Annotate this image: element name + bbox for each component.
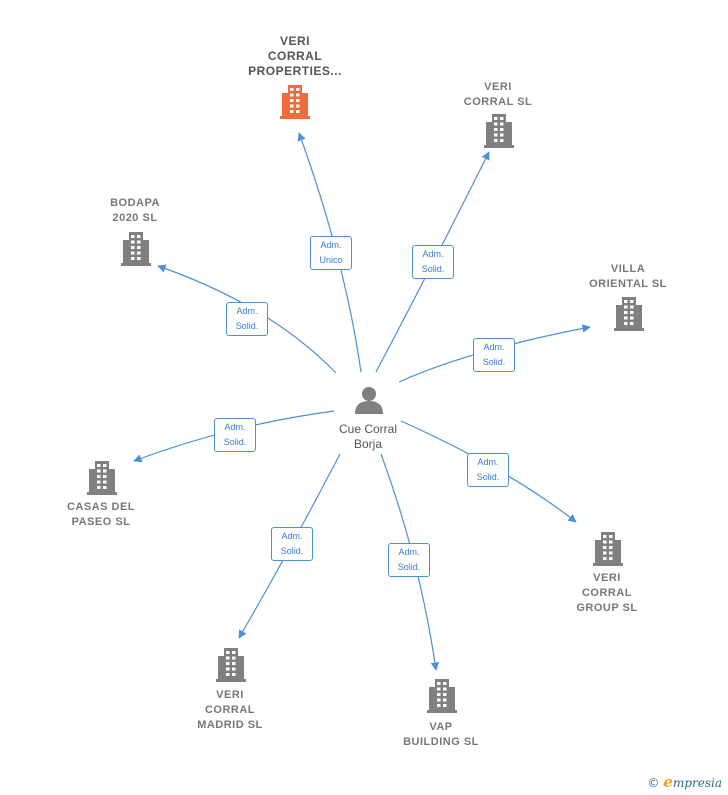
edge-label-line: Unico (319, 255, 343, 265)
company-label-line: CORRAL SL (463, 96, 533, 108)
edge-label-line: Solid. (397, 562, 421, 572)
edge-label-vap-building-sl[interactable]: Adm. Solid. (388, 543, 430, 577)
edge-label-line: Adm. (236, 306, 258, 316)
edge-label-line: Adm. (483, 342, 505, 352)
company-label-line: CORRAL (204, 704, 256, 716)
edge-label-bodapa-2020-sl[interactable]: Adm. Solid. (226, 302, 268, 336)
edge-label-line: Solid. (235, 321, 259, 331)
company-label-line: VERI (593, 572, 621, 584)
company-label-line: VERI (484, 81, 512, 93)
company-label-line: 2020 SL (112, 212, 158, 224)
building-icon[interactable] (280, 85, 310, 119)
company-label-line: GROUP SL (576, 602, 638, 614)
building-icon[interactable] (121, 232, 151, 266)
building-icon[interactable] (614, 297, 644, 331)
building-icon[interactable] (87, 461, 117, 495)
building-icon[interactable] (593, 532, 623, 566)
company-label-veri-corral-group-sl[interactable]: VERI CORRAL GROUP SL (547, 571, 667, 616)
company-label-line: PROPERTIES... (248, 64, 342, 78)
edge-label-line: Adm. (398, 547, 420, 557)
building-icon[interactable] (484, 114, 514, 148)
edge-label-line: Adm. (224, 422, 246, 432)
company-label-bodapa-2020-sl[interactable]: BODAPA 2020 SL (75, 196, 195, 226)
company-label-line: VERI (216, 689, 244, 701)
company-label-veri-corral-sl[interactable]: VERI CORRAL SL (438, 80, 558, 110)
company-label-line: VERI (279, 34, 310, 48)
company-label-veri-corral-madrid-sl[interactable]: VERI CORRAL MADRID SL (170, 688, 290, 733)
edge-label-line: Solid. (476, 472, 500, 482)
company-label-line: VILLA (610, 263, 646, 275)
building-icon[interactable] (216, 648, 246, 682)
edge-label-veri-corral-group-sl[interactable]: Adm. Solid. (467, 453, 509, 487)
company-label-line: CASAS DEL (66, 501, 136, 513)
company-label-casas-del-paseo-sl[interactable]: CASAS DEL PASEO SL (41, 500, 161, 530)
company-label-line: BUILDING SL (403, 736, 479, 748)
edge-label-line: Solid. (482, 357, 506, 367)
edge-label-line: Solid. (280, 546, 304, 556)
edge-label-line: Adm. (477, 457, 499, 467)
company-label-line: PASEO SL (71, 516, 131, 528)
company-label-villa-oriental-sl[interactable]: VILLA ORIENTAL SL (568, 262, 688, 292)
edge-label-veri-corral-madrid-sl[interactable]: Adm. Solid. (271, 527, 313, 561)
person-icon[interactable] (355, 387, 383, 414)
company-label-line: BODAPA (110, 197, 160, 209)
center-person-label[interactable]: Cue Corral Borja (308, 422, 428, 452)
edge-label-line: Solid. (223, 437, 247, 447)
edge-label-villa-oriental-sl[interactable]: Adm. Solid. (473, 338, 515, 372)
edge-label-veri-corral-sl[interactable]: Adm. Solid. (412, 245, 454, 279)
company-label-line: CORRAL (581, 587, 633, 599)
company-label-line: MADRID SL (197, 719, 263, 731)
brand-name: mpresia (672, 776, 722, 790)
edge-label-veri-corral-properties[interactable]: Adm. Unico (310, 236, 352, 270)
edge-label-line: Adm. (422, 249, 444, 259)
center-label-line-1: Cue Corral (338, 422, 398, 436)
brand-initial: e (663, 773, 673, 791)
company-label-line: ORIENTAL SL (589, 278, 667, 290)
copyright-symbol: © (647, 776, 660, 790)
company-label-line: VAP (429, 721, 453, 733)
center-label-line-2: Borja (353, 437, 382, 451)
edge-label-line: Solid. (421, 264, 445, 274)
edge-label-line: Adm. (320, 240, 342, 250)
edge-label-casas-del-paseo-sl[interactable]: Adm. Solid. (214, 418, 256, 452)
footer-brand[interactable]: ©empresia (647, 773, 722, 791)
company-label-vap-building-sl[interactable]: VAP BUILDING SL (381, 720, 501, 750)
edge-label-line: Adm. (281, 531, 303, 541)
company-label-line: CORRAL (267, 49, 323, 63)
building-icon[interactable] (427, 679, 457, 713)
